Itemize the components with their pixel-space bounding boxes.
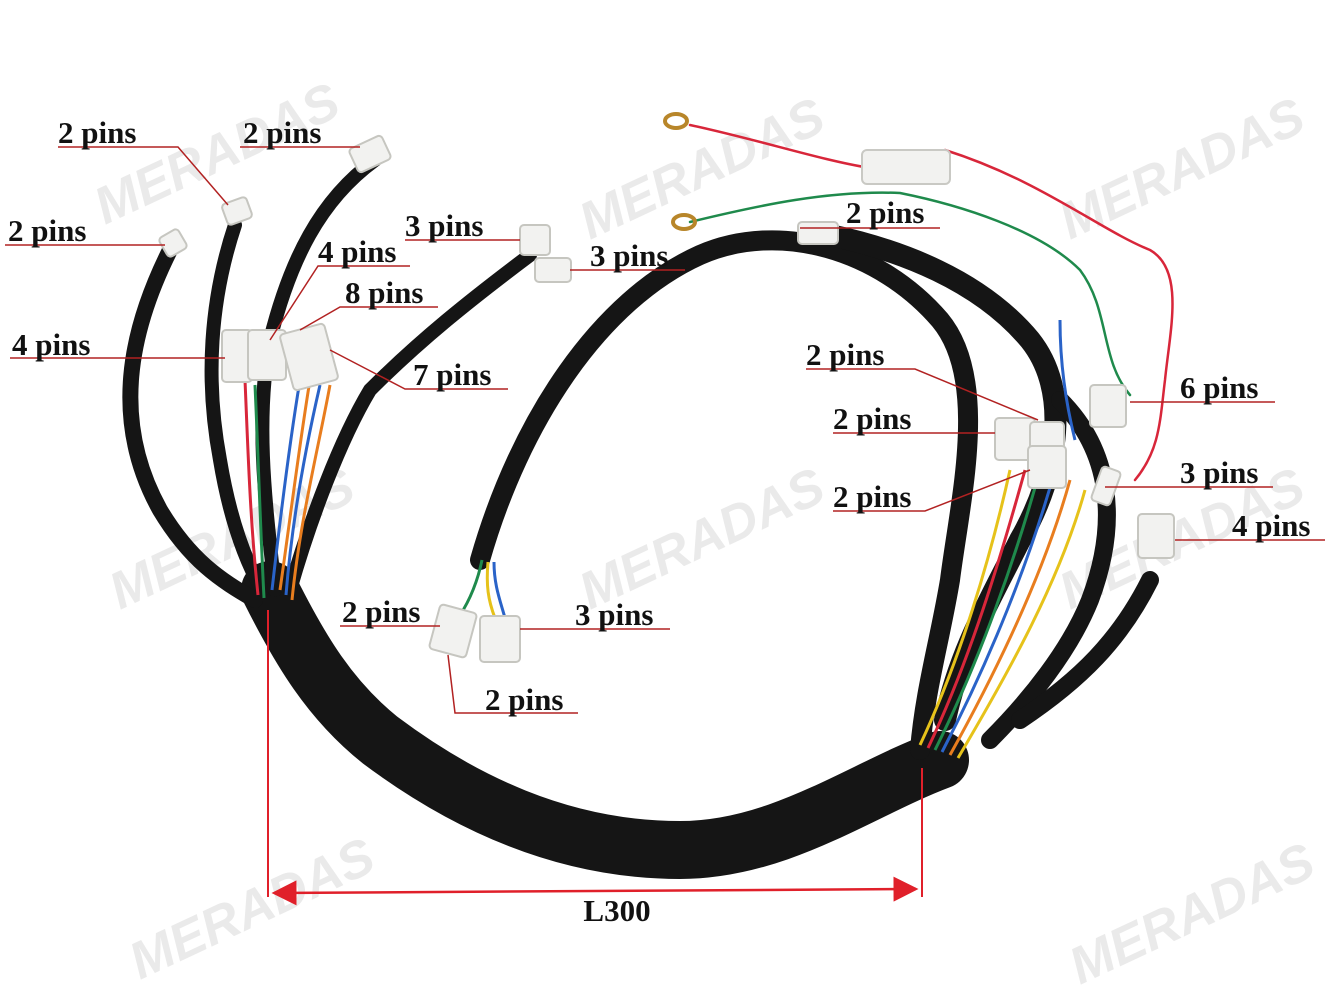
exposed-wires-left [243,379,332,601]
connectors [158,134,1175,663]
pin-count-label: 2 pins [485,682,563,717]
leader-lines [5,146,1325,714]
connector-3pin [479,615,521,663]
dimension-label: L300 [583,893,650,928]
pin-count-label: 2 pins [58,115,136,150]
leader-line [447,654,578,714]
connector-2pin [348,134,392,174]
connector-2pin [1090,465,1122,507]
pin-count-label: 4 pins [1232,508,1310,543]
ground-wires [663,112,1174,482]
leader-line [329,349,508,390]
leader-line [806,368,1039,421]
pin-count-label: 3 pins [405,208,483,243]
connector-3pin [1027,445,1067,489]
pin-count-label: 3 pins [575,597,653,632]
leader-line [58,146,229,206]
leader-line [299,306,438,331]
pin-count-label: 8 pins [345,275,423,310]
connector-2pin [158,228,188,258]
dimension-arrow [271,876,919,906]
leader-line [269,265,410,341]
pin-count-label: 2 pins [243,115,321,150]
pin-count-label: 7 pins [413,357,491,392]
length-dimension: L300 [267,610,923,928]
exposed-wires-right [918,319,1087,759]
connector-6pin [1089,384,1127,428]
connector-4pin [1137,513,1175,559]
pin-count-label: 6 pins [1180,370,1258,405]
pin-count-label: 2 pins [833,479,911,514]
connector-2pin [221,196,253,226]
pin-count-label: 2 pins [806,337,884,372]
pin-count-label: 2 pins [846,195,924,230]
pin-count-label: 3 pins [1180,455,1258,490]
connector-labels: 2 pins 2 pins 2 pins 3 pins 4 pins 3 pin… [8,115,1310,717]
pin-count-label: 2 pins [8,213,86,248]
fuse-holder [861,149,951,185]
pin-count-label: 2 pins [833,401,911,436]
pin-count-label: 2 pins [342,594,420,629]
pin-count-label: 4 pins [12,327,90,362]
pin-count-label: 3 pins [590,238,668,273]
pin-count-label: 4 pins [318,234,396,269]
harness-trunk [122,153,1159,879]
leader-line [833,469,1031,512]
